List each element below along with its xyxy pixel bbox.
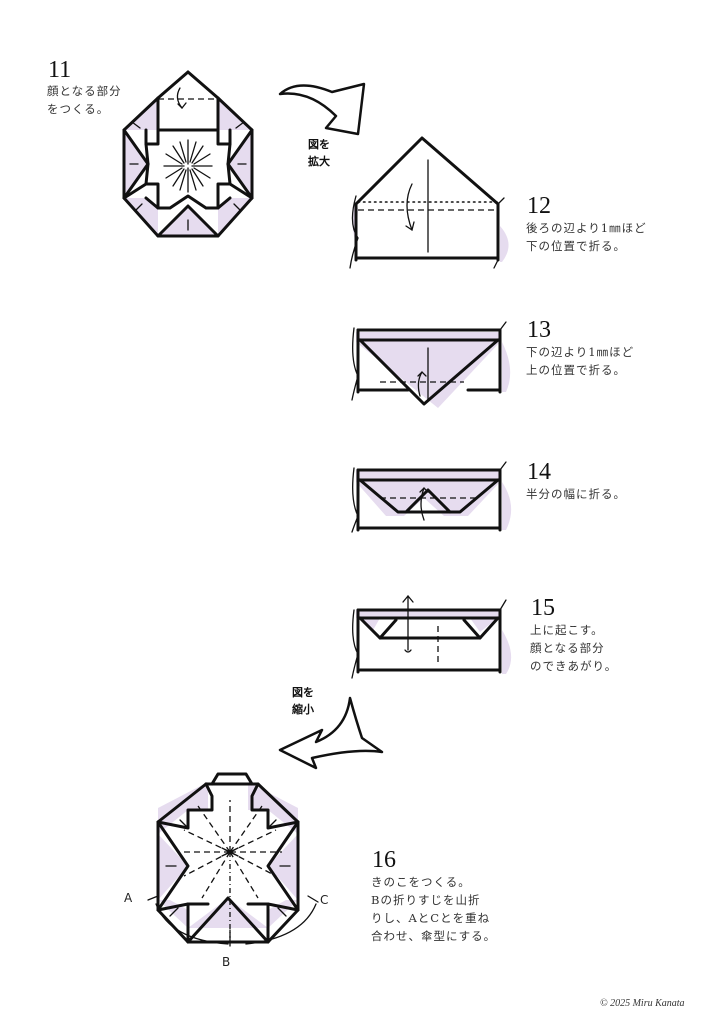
step-16-text: きのこをつくる。 Bの折りすじを山折 りし、AとCとを重ね 合わせ、傘型にする。 [371, 875, 497, 943]
enlarge-arrow-icon [278, 82, 366, 136]
step-14-text: 半分の幅に折る。 [526, 487, 626, 501]
step-16-number: 16 [372, 847, 396, 873]
shrink-arrow-icon [278, 696, 384, 770]
step-11-diagram [122, 70, 254, 238]
enlarge-label: 図を 拡大 [308, 138, 330, 168]
step-13-text: 下の辺より1㎜ほど 上の位置で折る。 [526, 345, 635, 377]
copyright-notice: © 2025 Miru Kanata [600, 998, 685, 1009]
step-11-text: 顔となる部分 をつくる。 [47, 84, 122, 116]
step-13-number: 13 [527, 317, 551, 343]
label-b: B [222, 955, 230, 969]
step-12-number: 12 [527, 193, 551, 219]
label-a: A [124, 891, 133, 905]
step-12-diagram [349, 136, 509, 269]
step-14-number: 14 [527, 459, 551, 485]
label-c: C [320, 893, 328, 907]
step-15-number: 15 [531, 595, 555, 621]
step-15-text: 上に起こす。 顔となる部分 のできあがり。 [530, 623, 618, 673]
step-12-text: 後ろの辺より1㎜ほど 下の位置で折る。 [526, 221, 647, 253]
step-11-number: 11 [48, 57, 72, 83]
step-16-diagram: A C B [124, 772, 328, 969]
step-15-diagram [351, 594, 512, 679]
step-14-diagram [351, 461, 512, 533]
shrink-label: 図を 縮小 [292, 686, 314, 716]
step-13-diagram [351, 321, 511, 408]
